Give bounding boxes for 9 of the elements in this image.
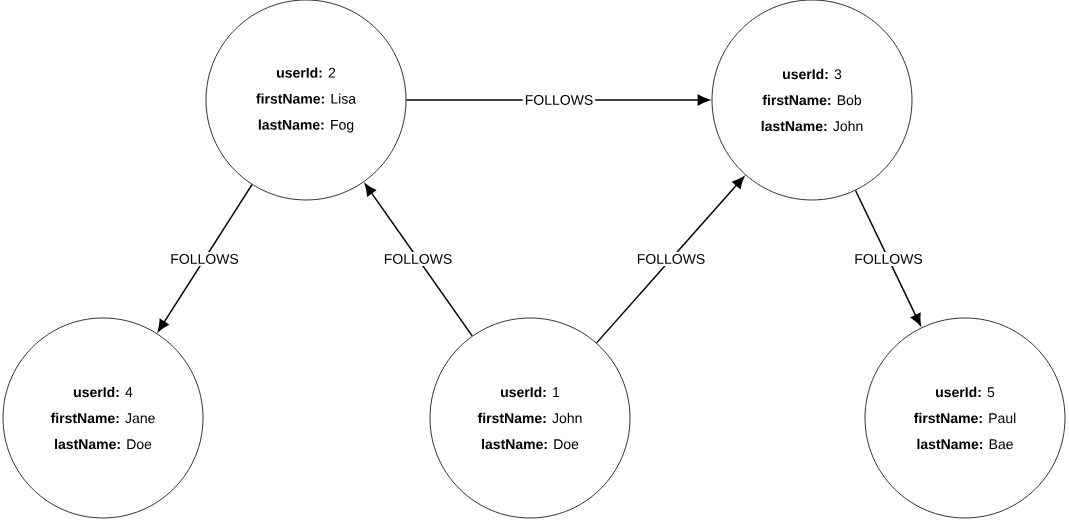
arrow — [854, 189, 922, 326]
edge-label: FOLLOWS — [852, 252, 925, 266]
edge-label: FOLLOWS — [522, 93, 596, 107]
arrow — [595, 176, 745, 344]
edge-label: FOLLOWS — [634, 252, 708, 266]
arrow — [157, 183, 253, 332]
arrow — [364, 183, 473, 337]
edge-label: FOLLOWS — [168, 252, 241, 266]
edge-label: FOLLOWS — [381, 252, 455, 266]
